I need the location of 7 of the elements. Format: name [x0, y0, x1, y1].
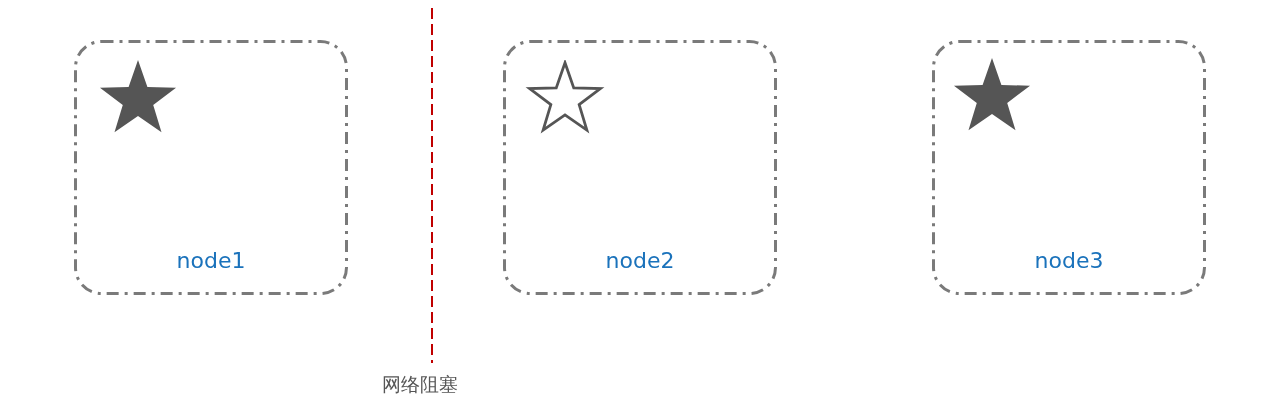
node-label: node2: [605, 248, 675, 273]
divider-label: 网络阻塞: [382, 372, 458, 397]
node-box: [932, 40, 1206, 295]
node-box: [74, 40, 348, 295]
node-label: node3: [1034, 248, 1104, 273]
node-box: [503, 40, 777, 295]
node-label: node1: [176, 248, 246, 273]
